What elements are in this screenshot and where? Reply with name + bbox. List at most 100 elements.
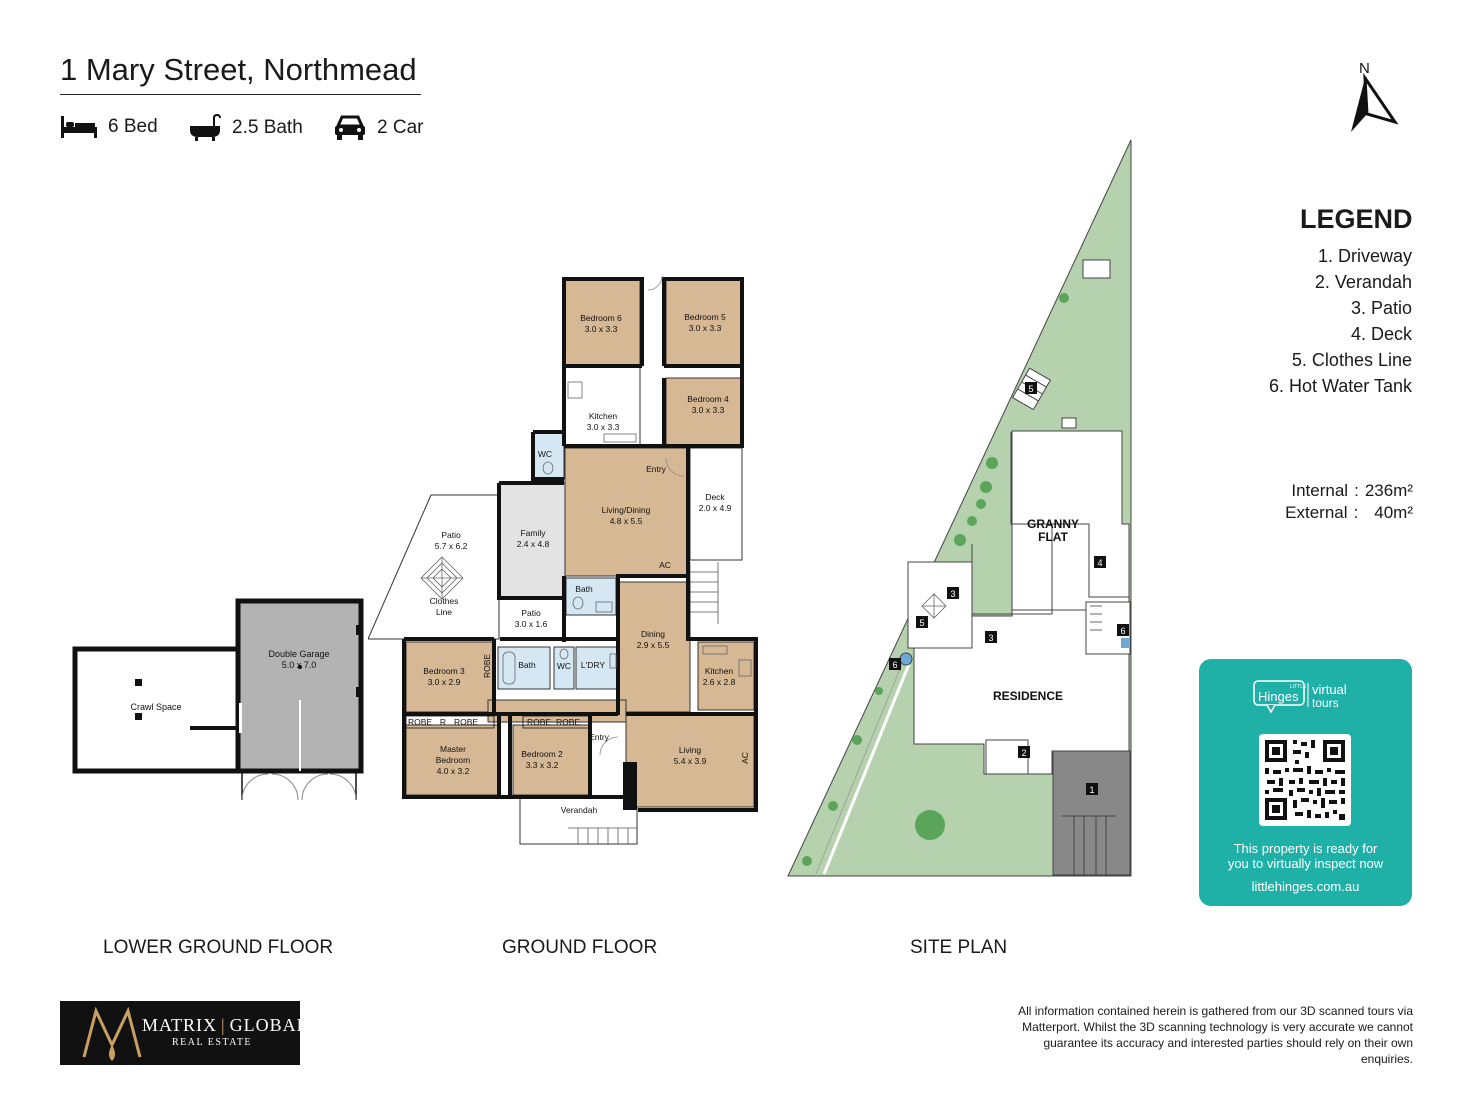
site-plan-label: SITE PLAN xyxy=(910,937,1008,958)
car-icon xyxy=(335,115,365,140)
family-room-floor xyxy=(498,482,566,599)
verandah-label: Verandah xyxy=(561,805,598,815)
kitchen-1-dim: 3.0 x 3.3 xyxy=(587,422,620,432)
title-underline xyxy=(60,94,421,95)
bedroom-6-floor xyxy=(564,279,641,367)
legend-item-driveway: 1. Driveway xyxy=(1317,246,1412,266)
lower-ground-floor-label: LOWER GROUND FLOOR xyxy=(103,937,334,958)
clothes-line-site-icon xyxy=(921,593,947,619)
car-feature: 2 Car xyxy=(333,114,423,142)
bedroom-2-floor xyxy=(512,724,591,796)
car-count: 2 Car xyxy=(377,117,424,138)
ac-1-label: AC xyxy=(659,560,671,570)
legend-title: LEGEND xyxy=(1300,204,1413,234)
bedroom-2-label: Bedroom 2 xyxy=(521,749,563,759)
laundry-label: L'DRY xyxy=(581,660,605,670)
site-marker-3: 3 xyxy=(950,589,955,599)
ground-floor-walls xyxy=(402,277,758,812)
clothes-line-label-2: Line xyxy=(436,607,452,617)
hot-water-tank xyxy=(899,652,913,666)
family-dim: 2.4 x 4.8 xyxy=(517,539,550,549)
bedroom-6-dim: 3.0 x 3.3 xyxy=(585,324,618,334)
garage-label: Double Garage xyxy=(268,649,329,659)
brand-name: Hinges xyxy=(1258,689,1299,704)
site-marker-2: 2 xyxy=(1021,748,1026,758)
wc-2-label: WC xyxy=(557,661,571,671)
site-marker-3: 3 xyxy=(988,633,993,643)
kitchen-1-label: Kitchen xyxy=(589,411,618,421)
bedroom-4-dim: 3.0 x 3.3 xyxy=(692,405,725,415)
bed-feature: 6 Bed xyxy=(60,114,158,140)
bath-2-label: Bath xyxy=(518,660,536,670)
north-arrow-icon: N xyxy=(1351,60,1399,132)
master-bedroom-label-1: Master xyxy=(440,744,466,754)
legend-item-hot-water-tank: 6. Hot Water Tank xyxy=(1268,376,1412,396)
wc-2-floor xyxy=(553,646,575,690)
living-dining-dim: 4.8 x 5.5 xyxy=(610,516,643,526)
property-title: 1 Mary Street, Northmead xyxy=(60,52,417,87)
bedroom-3-label: Bedroom 3 xyxy=(423,666,465,676)
master-bedroom-label-2: Bedroom xyxy=(436,755,471,765)
driveway xyxy=(1052,750,1131,876)
virtual-tour-url[interactable]: littlehinges.com.au xyxy=(1251,879,1360,894)
legend-item-clothes-line: 5. Clothes Line xyxy=(1291,350,1412,370)
legend-item-deck: 4. Deck xyxy=(1350,324,1412,344)
virtual-tour-message-line-1: This property is ready for xyxy=(1233,841,1378,856)
patio-large-dim: 5.7 x 6.2 xyxy=(435,541,468,551)
external-area-value: 40m² xyxy=(1374,503,1413,522)
living-dining-label: Living/Dining xyxy=(602,505,651,515)
legend-item-verandah: 2. Verandah xyxy=(1314,272,1412,292)
entry-2-label: Entry xyxy=(589,732,610,742)
robe-vertical-label: ROBE xyxy=(482,654,492,678)
external-area-sep: : xyxy=(1353,503,1359,522)
site-marker-6: 6 xyxy=(892,660,897,670)
patio-small-dim: 3.0 x 1.6 xyxy=(515,619,548,629)
legend-item-patio: 3. Patio xyxy=(1350,298,1412,318)
virtual-tour-message: This property is ready for you to virtua… xyxy=(1199,841,1412,871)
area-summary: Internal : 236m² External : 40m² xyxy=(1250,481,1413,525)
verandah-stairs xyxy=(568,827,637,844)
patio-large-label: Patio xyxy=(441,530,461,540)
bedroom-4-label: Bedroom 4 xyxy=(687,394,729,404)
bedroom-5-label: Bedroom 5 xyxy=(684,312,726,322)
agency-subtitle: REAL ESTATE xyxy=(172,1037,253,1048)
bath-feature: 2.5 Bath xyxy=(188,114,303,142)
brand-tours: tours xyxy=(1312,696,1339,710)
residence-label: RESIDENCE xyxy=(993,689,1063,703)
agency-logo[interactable]: MATRIX|GLOBAL REAL ESTATE xyxy=(60,1001,308,1065)
ground-floor-label: GROUND FLOOR xyxy=(502,937,658,958)
ground-floor-plan: Bedroom 6 3.0 x 3.3 Bedroom 5 3.0 x 3.3 … xyxy=(368,275,758,845)
bedroom-2-dim: 3.3 x 3.2 xyxy=(526,760,559,770)
internal-area-label: Internal xyxy=(1291,481,1349,500)
bed-icon xyxy=(61,116,97,138)
virtual-tour-message-line-2: you to virtually inspect now xyxy=(1227,856,1384,871)
clothes-line-label-1: Clothes xyxy=(430,596,459,606)
bedroom-4-floor xyxy=(665,377,742,446)
living-dim: 5.4 x 3.9 xyxy=(674,756,707,766)
bedroom-3-dim: 3.0 x 2.9 xyxy=(428,677,461,687)
agency-name-right: GLOBAL xyxy=(229,1015,309,1035)
virtual-tour-card[interactable]: LITTLE Hinges virtual tours This xyxy=(1199,659,1412,906)
deck-dim: 2.0 x 4.9 xyxy=(699,503,732,513)
deck-stairs xyxy=(689,562,719,624)
internal-area-sep: : xyxy=(1354,481,1359,500)
qr-code-icon[interactable] xyxy=(1259,734,1351,826)
site-plan: GRANNY FLAT RESIDENCE 1 2 3 3 4 5 5 6 6 xyxy=(787,139,1132,877)
bedroom-5-dim: 3.0 x 3.3 xyxy=(689,323,722,333)
lower-ground-floor-plan: Crawl Space Double Garage 5.0 x 7.0 xyxy=(72,598,364,801)
bed-count: 6 Bed xyxy=(108,116,158,137)
robe-label: ROBE xyxy=(556,717,580,727)
wc-1-floor xyxy=(533,431,565,480)
granny-flat-label-2: FLAT xyxy=(1038,530,1068,544)
disclaimer: All information contained herein is gath… xyxy=(1018,1004,1413,1066)
bedroom-6-label: Bedroom 6 xyxy=(580,313,622,323)
kitchen-2-label: Kitchen xyxy=(705,666,734,676)
granny-flat-label-1: GRANNY xyxy=(1027,517,1079,531)
entry-1-label: Entry xyxy=(646,464,667,474)
bedroom-5-floor xyxy=(665,279,742,367)
dining-dim: 2.9 x 5.5 xyxy=(637,640,670,650)
robe-label: ROBE xyxy=(408,717,432,727)
site-marker-1: 1 xyxy=(1089,785,1094,795)
master-bedroom-dim: 4.0 x 3.2 xyxy=(437,766,470,776)
garage-dim: 5.0 x 7.0 xyxy=(282,660,317,670)
